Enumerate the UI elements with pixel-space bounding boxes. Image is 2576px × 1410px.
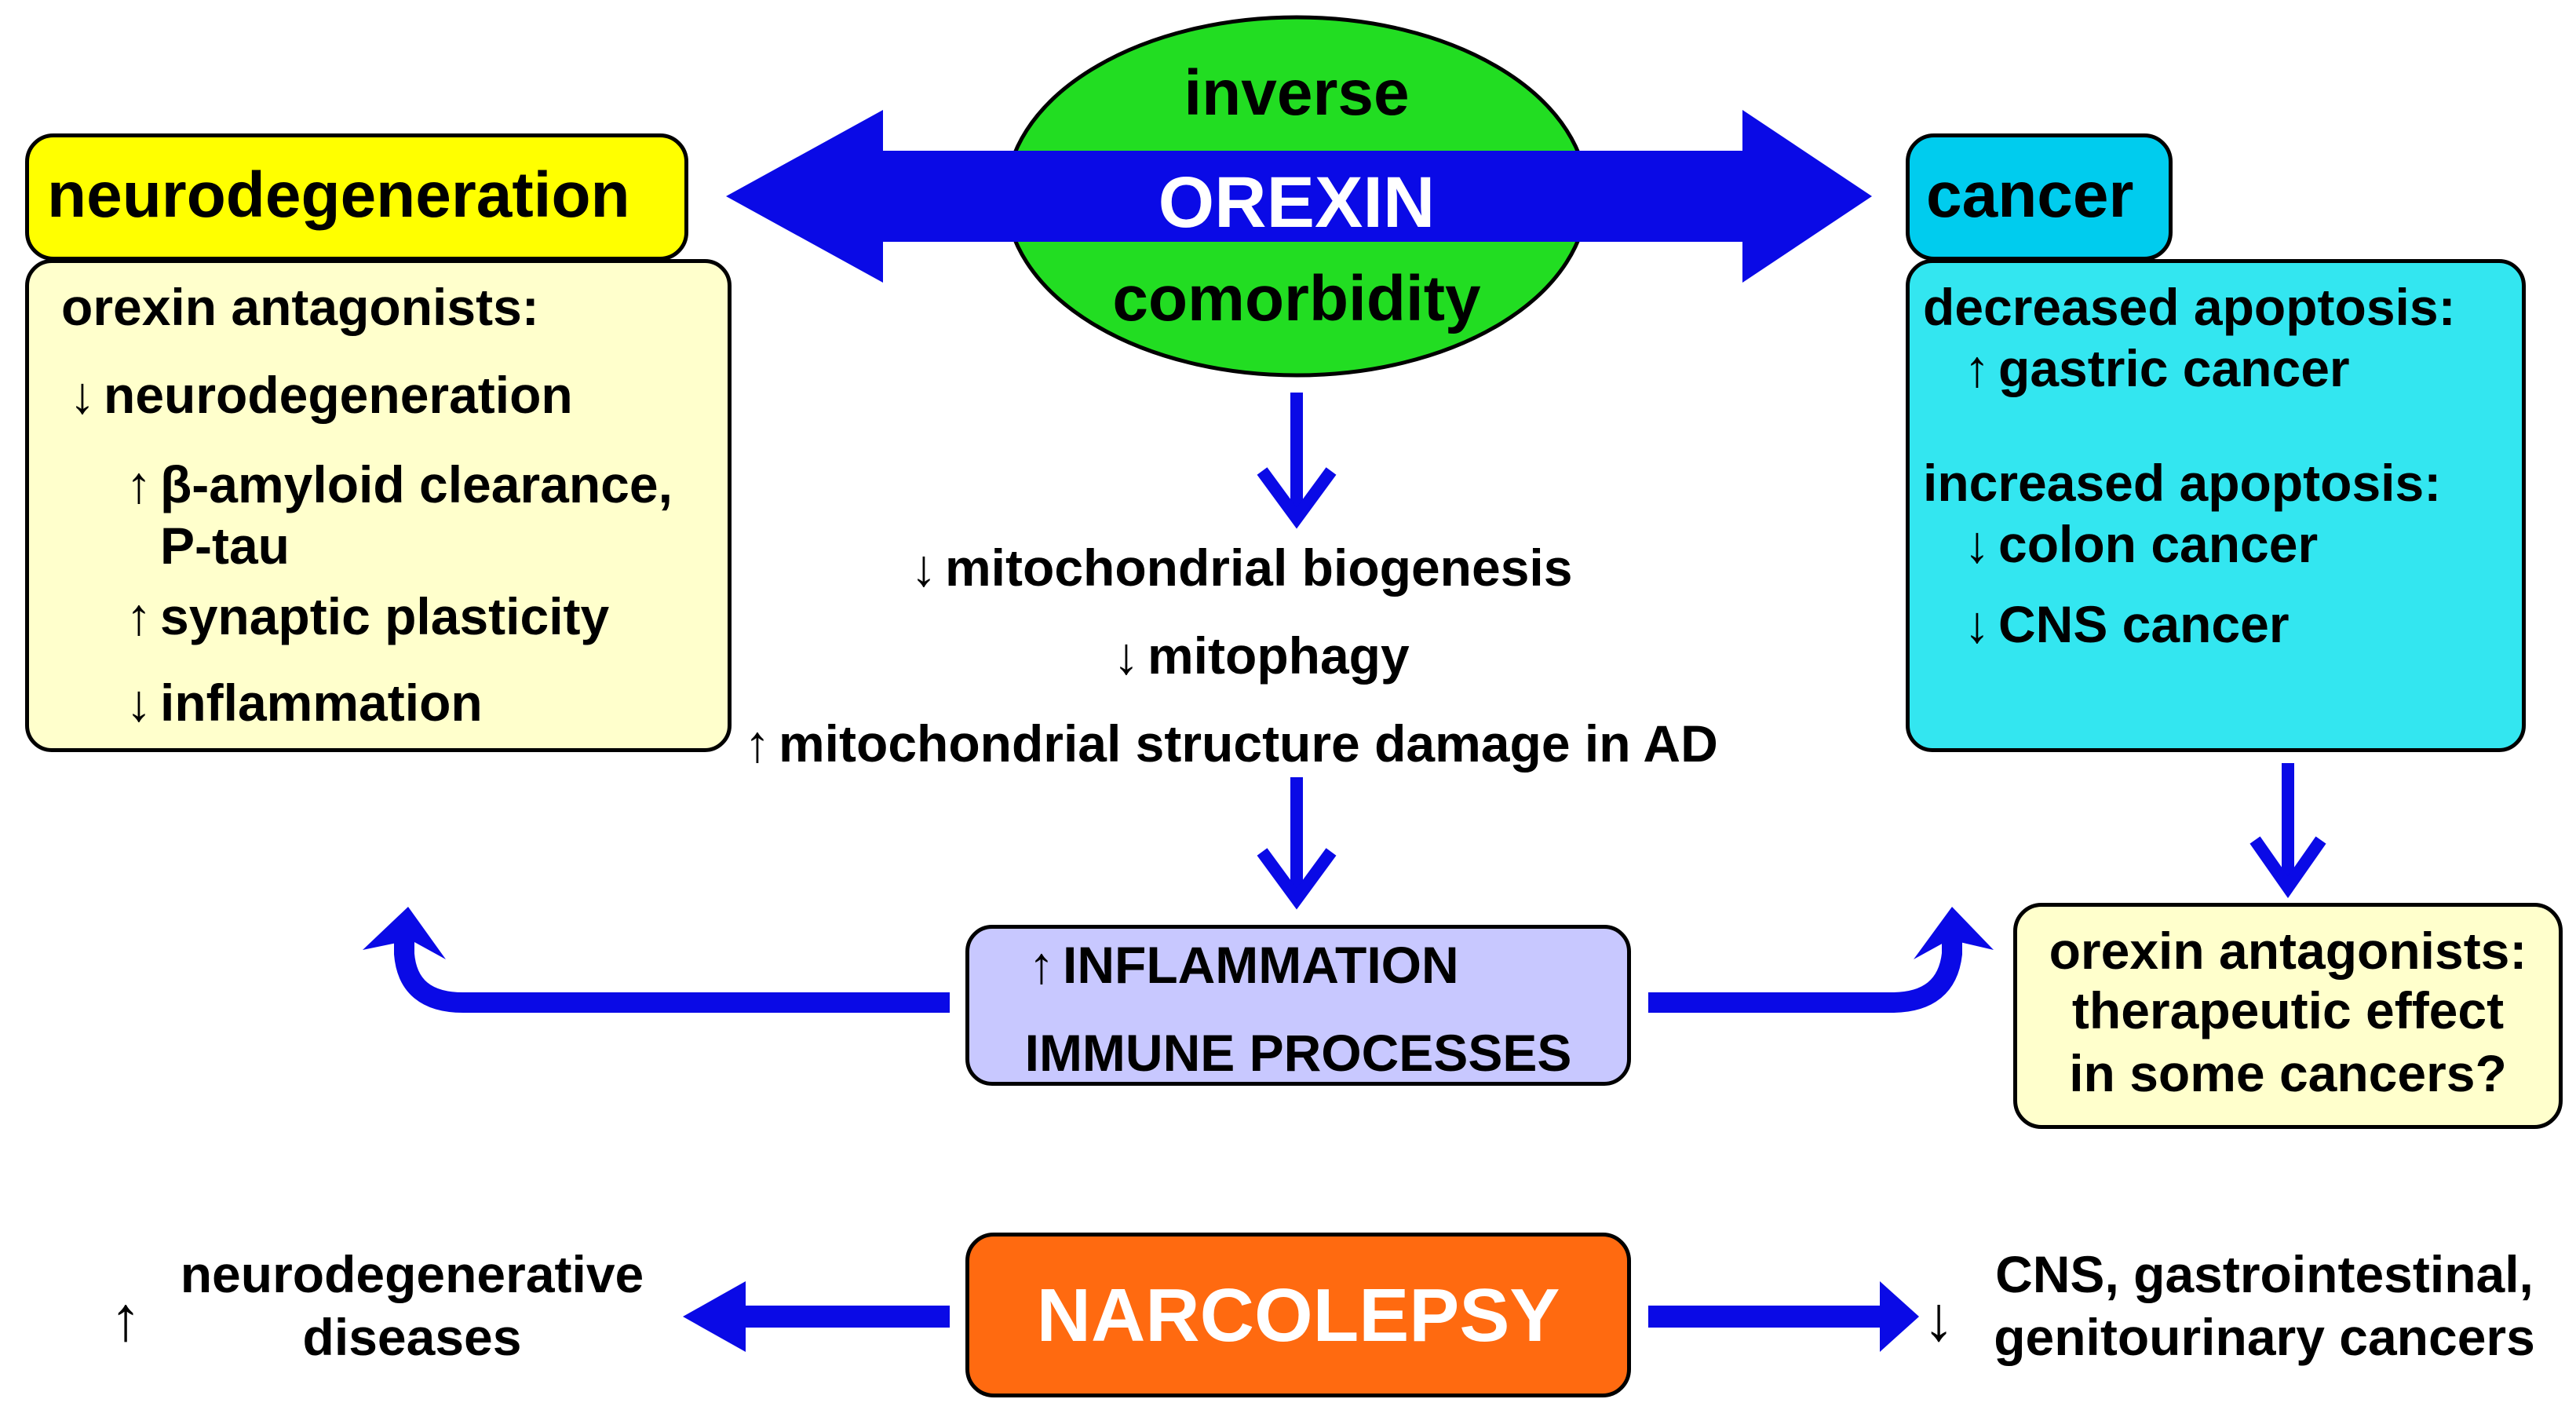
therapeutic-line-2: therapeutic effect [2071, 981, 2505, 1039]
narcolepsy-label: NARCOLEPSY [1036, 1273, 1560, 1357]
neuro-body-box [25, 259, 732, 752]
down-arrow-icon: ↓ [1964, 595, 1990, 653]
up-arrow-icon: ↑ [1028, 936, 1055, 994]
narcolepsy-left-arrow-glyph: ↑ [110, 1284, 141, 1353]
narcolepsy-right-line-1: CNS, gastrointestinal, [1995, 1245, 2534, 1303]
cancer-item-3: ↓CNS cancer [1956, 598, 2290, 650]
neuro-line-2: ↑β-amyloid clearance, [118, 458, 673, 510]
therapeutic-line-1: orexin antagonists: [2049, 922, 2527, 980]
curved-arrow-left-head [363, 907, 446, 959]
therapeutic-box [2013, 903, 2563, 1129]
up-arrow-icon: ↑ [1964, 339, 1990, 397]
inflammation-line-1: ↑INFLAMMATION [1020, 939, 1459, 991]
mito-line-1: ↓mitochondrial biogenesis [903, 539, 1573, 597]
big-double-arrow [726, 110, 1872, 283]
down-arrow-icon: ↓ [69, 366, 96, 424]
narcolepsy-right-line-2: genitourinary cancers [1994, 1308, 2535, 1366]
neuro-line-1: ↓neurodegeneration [61, 369, 573, 421]
down-arrow-icon: ↓ [910, 539, 937, 597]
therapeutic-line-3: in some cancers? [2069, 1044, 2507, 1102]
narcolepsy-box [965, 1233, 1631, 1397]
down-arrow-2 [1257, 777, 1337, 910]
cancer-header-2: increased apoptosis: [1923, 454, 2442, 512]
down-arrow-1 [1257, 393, 1337, 529]
curved-arrow-right-head [1914, 907, 1994, 959]
up-arrow-icon: ↑ [744, 714, 771, 773]
down-arrow-3 [2249, 763, 2326, 898]
curved-arrow-right [1648, 942, 1962, 1013]
neuro-line-3: P-tau [160, 517, 290, 575]
neuro-title: neurodegeneration [47, 159, 630, 231]
neuro-title-box [25, 133, 688, 261]
orexin-label: OREXIN [1158, 163, 1436, 243]
neuro-line-4: ↑synaptic plasticity [118, 587, 610, 645]
neuro-line-5: ↓inflammation [118, 677, 483, 729]
narcolepsy-right-arrow-glyph: ↓ [1923, 1284, 1954, 1353]
cancer-item-2: ↓colon cancer [1956, 515, 2319, 573]
neuro-header: orexin antagonists: [61, 278, 539, 336]
inflammation-line-2: IMMUNE PROCESSES [1024, 1024, 1572, 1082]
narcolepsy-right-arrow [1648, 1281, 1919, 1352]
inverse-label: inverse [1184, 57, 1410, 129]
comorbidity-label: comorbidity [1112, 263, 1481, 334]
cancer-item-1: ↑gastric cancer [1956, 342, 2350, 394]
inflammation-box [965, 925, 1631, 1086]
down-arrow-icon: ↓ [126, 674, 152, 732]
narcolepsy-left-line-1: neurodegenerative [180, 1245, 644, 1303]
cancer-body-box [1906, 259, 2526, 752]
narcolepsy-left-line-2: diseases [302, 1308, 522, 1366]
up-arrow-icon: ↑ [126, 455, 152, 513]
cancer-header-1: decreased apoptosis: [1923, 278, 2456, 336]
mito-line-2: ↓mitophagy [1105, 630, 1410, 681]
mito-line-3: ↑mitochondrial structure damage in AD [736, 718, 1718, 769]
down-arrow-icon: ↓ [1964, 515, 1990, 573]
curved-arrow-left [394, 942, 950, 1013]
cancer-title: cancer [1926, 159, 2134, 231]
cancer-title-box [1906, 133, 2173, 261]
narcolepsy-left-arrow [683, 1281, 950, 1352]
up-arrow-icon: ↑ [126, 587, 152, 645]
down-arrow-icon: ↓ [1113, 626, 1140, 685]
